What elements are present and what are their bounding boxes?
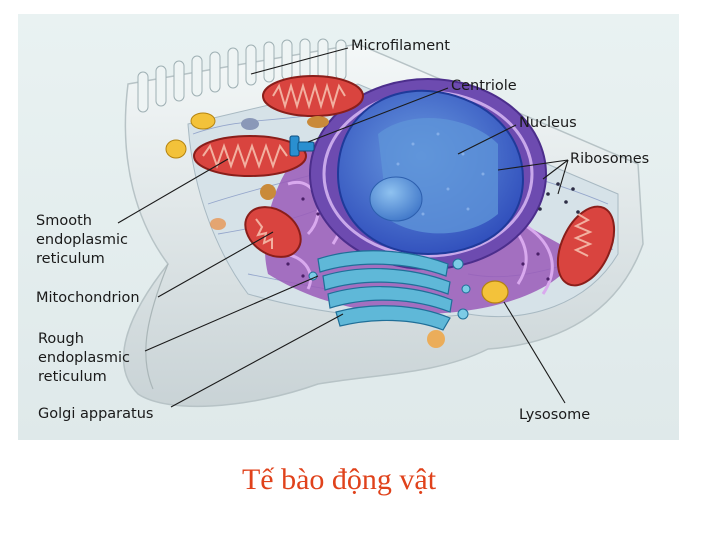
label-rough-er-line1: Rough bbox=[38, 331, 84, 347]
label-smooth-er-line3: reticulum bbox=[36, 251, 105, 267]
label-smooth-er-line2: endoplasmic bbox=[36, 232, 128, 248]
label-microfilament: Microfilament bbox=[351, 38, 450, 54]
label-nucleus: Nucleus bbox=[519, 115, 577, 131]
nucleolus bbox=[370, 177, 422, 221]
lysosome bbox=[482, 281, 508, 303]
mitochondrion-top bbox=[263, 76, 363, 116]
label-rough-er-line2: endoplasmic bbox=[38, 350, 130, 366]
label-lysosome: Lysosome bbox=[519, 407, 590, 423]
label-mitochondrion: Mitochondrion bbox=[36, 290, 140, 306]
caption-title: Tế bào động vật bbox=[0, 463, 678, 497]
label-ribosomes: Ribosomes bbox=[570, 151, 649, 167]
cell-diagram-figure: Microfilament Centriole Nucleus Ribosome… bbox=[18, 14, 679, 440]
label-smooth-er-line1: Smooth bbox=[36, 213, 92, 229]
label-centriole: Centriole bbox=[451, 78, 517, 94]
mitochondrion-left bbox=[194, 136, 306, 176]
label-rough-er-line3: reticulum bbox=[38, 369, 107, 385]
label-golgi: Golgi apparatus bbox=[38, 406, 153, 422]
